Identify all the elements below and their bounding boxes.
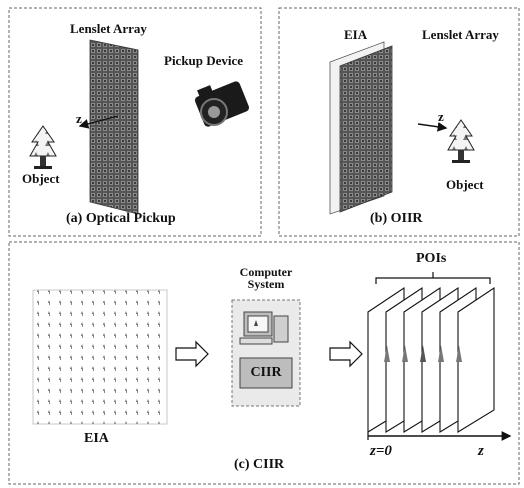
lenslet-array-b-label: Lenslet Array [422, 27, 499, 42]
pickup-device-label: Pickup Device [164, 53, 244, 68]
lenslet-array-a-label: Lenslet Array [70, 21, 147, 36]
pois-bracket [375, 277, 491, 284]
z-label-c: z [478, 443, 484, 459]
right-arrow-2 [329, 340, 363, 368]
lenslet-array-a [89, 39, 139, 215]
panel-c-border [8, 241, 520, 485]
eia-image-c [32, 289, 168, 425]
panel-b-border [278, 7, 520, 237]
right-arrow-1 [175, 340, 209, 368]
camera-icon [194, 81, 250, 127]
eia-label-b: EIA [344, 27, 368, 42]
ciir-screen-label: CIIR [250, 365, 282, 380]
computer-system-label: Computer System [232, 266, 300, 290]
z-axis-arrow-b [417, 121, 448, 132]
object-label-a: Object [22, 171, 60, 186]
tree-object-icon-b [447, 119, 475, 163]
caption-b: (b) OIIR [370, 211, 423, 226]
computer-icon [239, 311, 289, 345]
caption-a: (a) Optical Pickup [66, 211, 176, 226]
computer-label-line2: System [247, 277, 285, 291]
ciir-screen [239, 357, 293, 389]
panel-a-border [8, 7, 262, 237]
eia-label-c: EIA [84, 431, 109, 446]
caption-c: (c) CIIR [234, 457, 285, 472]
z-label-a: z [76, 111, 82, 126]
computer-label-line1: Computer [239, 265, 293, 279]
z-label-b: z [438, 109, 444, 124]
object-label-b: Object [446, 177, 484, 192]
poi-planes [367, 286, 495, 433]
tree-object-icon-a [29, 125, 57, 169]
lenslet-array-b [339, 45, 393, 213]
pois-label: POIs [416, 251, 447, 266]
z0-label: z=0 [370, 443, 392, 459]
z-axis-arrow-a [78, 115, 119, 129]
